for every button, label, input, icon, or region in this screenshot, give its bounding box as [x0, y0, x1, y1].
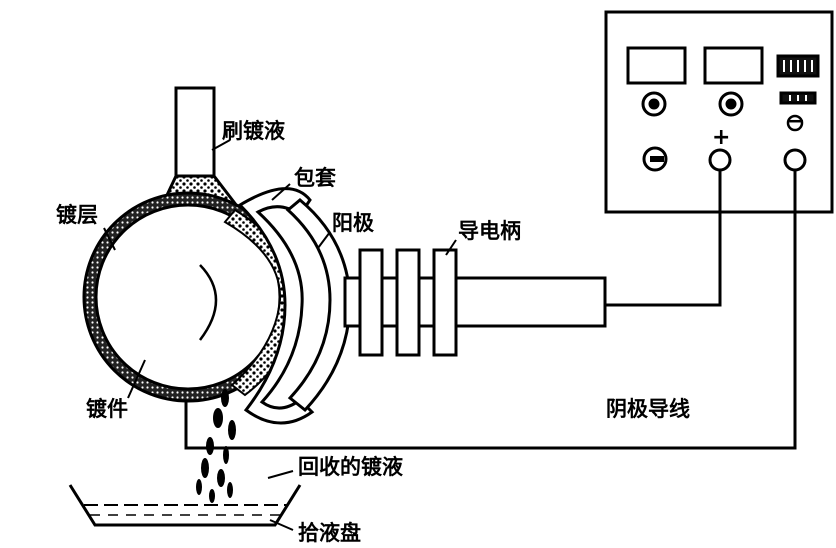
solution-tube — [157, 86, 244, 212]
positive-symbol: + — [712, 125, 730, 150]
anode-body — [285, 198, 352, 413]
anode — [237, 187, 352, 425]
conductive-handle — [343, 248, 607, 357]
negative-symbol-ring — [786, 114, 804, 132]
dripping-solution — [196, 389, 236, 503]
label-cathode-wire: 阴极导线 — [606, 397, 690, 421]
handle-fin-3 — [432, 248, 458, 357]
leader-lines — [103, 139, 457, 531]
handle-shaft — [343, 276, 607, 328]
power-switch-knob — [642, 146, 668, 172]
collecting-tray — [68, 484, 302, 527]
handle-fin-1 — [358, 248, 384, 357]
label-sheath: 包套 — [294, 166, 336, 190]
label-recovered-solution: 回收的镀液 — [298, 455, 403, 479]
rotation-mark — [199, 264, 218, 341]
handle-fin-2 — [395, 248, 421, 357]
label-brush-solution: 刷镀液 — [222, 119, 285, 143]
label-workpiece: 镀件 — [86, 397, 128, 421]
polarity-indicator — [779, 91, 817, 105]
label-conductive-handle: 导电柄 — [458, 219, 521, 243]
label-anode: 阳极 — [332, 211, 375, 235]
range-switch — [776, 54, 820, 78]
ammeter — [703, 46, 764, 85]
label-plating-layer: 镀层 — [56, 203, 98, 227]
anode-wire — [606, 170, 722, 307]
voltmeter — [626, 46, 687, 85]
cathode-wire — [184, 170, 797, 450]
label-collecting-tray: 拾液盘 — [298, 521, 361, 545]
current-knob — [718, 91, 744, 117]
voltage-knob — [641, 91, 667, 117]
